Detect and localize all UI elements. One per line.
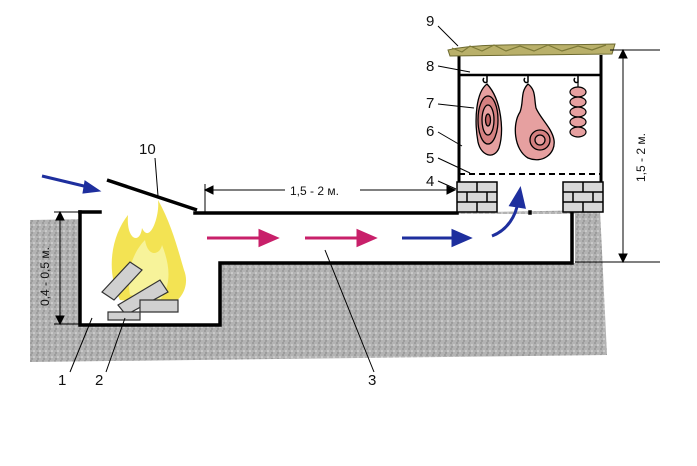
chamber-height-dimension bbox=[575, 48, 660, 264]
label-5: 5 bbox=[426, 150, 434, 167]
inflow-arrow bbox=[41, 174, 102, 194]
roof-cover bbox=[447, 43, 616, 57]
hot-air-arrows bbox=[207, 186, 526, 248]
meat-leg-icon bbox=[514, 83, 555, 161]
firebox-lid bbox=[106, 178, 198, 212]
firebox-depth-dimension bbox=[54, 210, 80, 326]
label-9: 9 bbox=[426, 13, 434, 30]
chimney-length-label: 1,5 - 2 м. bbox=[290, 184, 339, 198]
label-10: 10 bbox=[139, 141, 156, 158]
label-8: 8 bbox=[426, 58, 434, 75]
firebox-depth-label: 0,4 - 0,5 м. bbox=[38, 247, 52, 306]
leader-lines bbox=[69, 25, 475, 373]
sausage-icon bbox=[569, 82, 587, 138]
label-1: 1 bbox=[58, 372, 66, 389]
ham-icon bbox=[475, 83, 503, 156]
label-3: 3 bbox=[368, 372, 376, 389]
firewood-icon bbox=[101, 261, 179, 321]
brick-icon bbox=[456, 181, 604, 213]
label-2: 2 bbox=[95, 372, 103, 389]
label-4: 4 bbox=[426, 173, 434, 190]
chamber-height-label: 1,5 - 2 м. bbox=[634, 133, 648, 182]
label-6: 6 bbox=[426, 123, 434, 140]
firebox-outline bbox=[78, 210, 574, 327]
label-7: 7 bbox=[426, 95, 434, 112]
